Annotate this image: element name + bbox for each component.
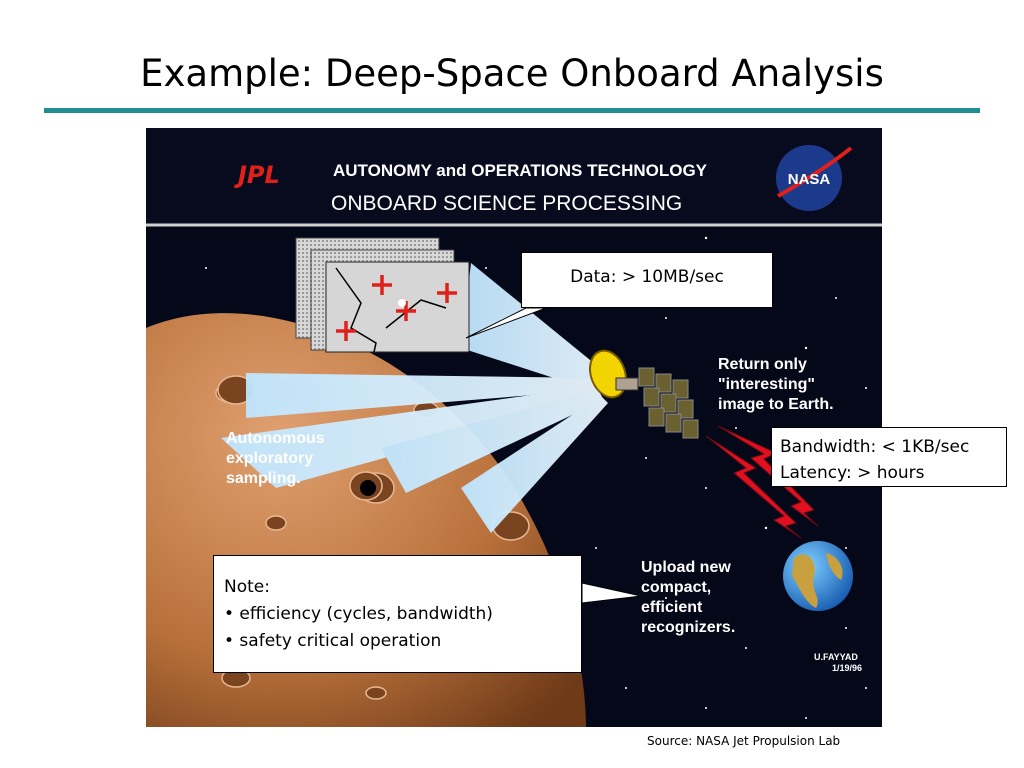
spacecraft [589,349,699,439]
note-callout: Note: • efficiency (cycles, bandwidth) •… [213,555,582,673]
svg-text:Autonomous: Autonomous [226,430,325,447]
svg-text:image to Earth.: image to Earth. [718,396,834,413]
data-rate-callout: Data: > 10MB/sec [521,252,773,308]
note-item: • efficiency (cycles, bandwidth) [224,604,493,624]
captured-image-stack [295,237,470,353]
signature: U.FAYYAD 1/19/96 [814,652,862,673]
svg-text:compact,: compact, [641,579,711,596]
solar-panel [638,367,699,439]
svg-text:efficient: efficient [641,599,703,616]
note-item: • safety critical operation [224,631,442,651]
earth [783,541,853,611]
svg-text:U.FAYYAD: U.FAYYAD [814,652,858,662]
label-upload: Upload new compact, efficient recognizer… [641,559,735,636]
header-line-1: AUTONOMY and OPERATIONS TECHNOLOGY [333,161,708,180]
svg-text:1/19/96: 1/19/96 [832,663,862,673]
title-divider [44,108,980,113]
nasa-logo: NASA [776,145,853,211]
data-callout-pointer [465,307,547,339]
svg-text:sampling.: sampling. [226,470,301,487]
label-return: Return only "interesting" image to Earth… [718,356,834,413]
label-autonomous: Autonomous exploratory sampling. [226,430,325,487]
header-band [146,128,882,223]
svg-text:exploratory: exploratory [226,450,313,467]
bandwidth-callout: Bandwidth: < 1KB/sec Latency: > hours [771,427,1007,487]
source-credit: Source: NASA Jet Propulsion Lab [647,734,841,748]
bandwidth-text: Bandwidth: < 1KB/sec [780,437,970,457]
note-callout-pointer [581,582,642,604]
svg-text:NASA: NASA [788,171,831,188]
svg-text:Upload new: Upload new [641,559,731,576]
svg-text:recognizers.: recognizers. [641,619,735,636]
transmission-bolts [705,425,819,539]
jpl-logo: JPL [234,161,280,189]
svg-text:Return only: Return only [718,356,807,373]
latency-text: Latency: > hours [780,463,925,483]
header-line-2: ONBOARD SCIENCE PROCESSING [331,192,682,215]
sensor-beams [221,263,608,533]
svg-text:"interesting": "interesting" [718,376,815,393]
slide-title: Example: Deep-Space Onboard Analysis [140,52,884,95]
black-crater [360,480,376,496]
data-rate-text: Data: > 10MB/sec [570,267,724,287]
note-title: Note: [224,577,270,597]
